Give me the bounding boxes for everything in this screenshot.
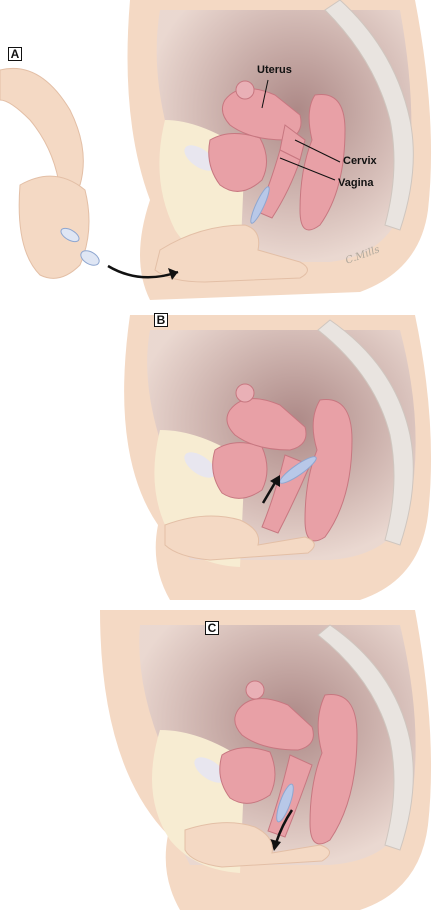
- label-uterus: Uterus: [257, 64, 292, 76]
- panel-letter-c: C: [205, 621, 219, 635]
- panel-c-illustration: [0, 605, 439, 916]
- panel-c: C: [0, 605, 439, 916]
- ovary: [246, 681, 264, 699]
- label-cervix: Cervix: [343, 155, 377, 167]
- bladder: [220, 748, 275, 804]
- panel-a: A Uterus Cervix Vagina C.Mills: [0, 0, 439, 305]
- panel-b: B: [0, 305, 439, 605]
- bladder: [213, 443, 267, 499]
- holding-hand: [19, 176, 89, 278]
- ovary: [236, 384, 254, 402]
- panel-letter-b: B: [154, 313, 168, 327]
- ovary: [236, 81, 254, 99]
- panel-a-illustration: [0, 0, 439, 305]
- arm: [0, 68, 83, 190]
- label-vagina: Vagina: [338, 177, 373, 189]
- panel-letter-a: A: [8, 47, 22, 61]
- panel-b-illustration: [0, 305, 439, 605]
